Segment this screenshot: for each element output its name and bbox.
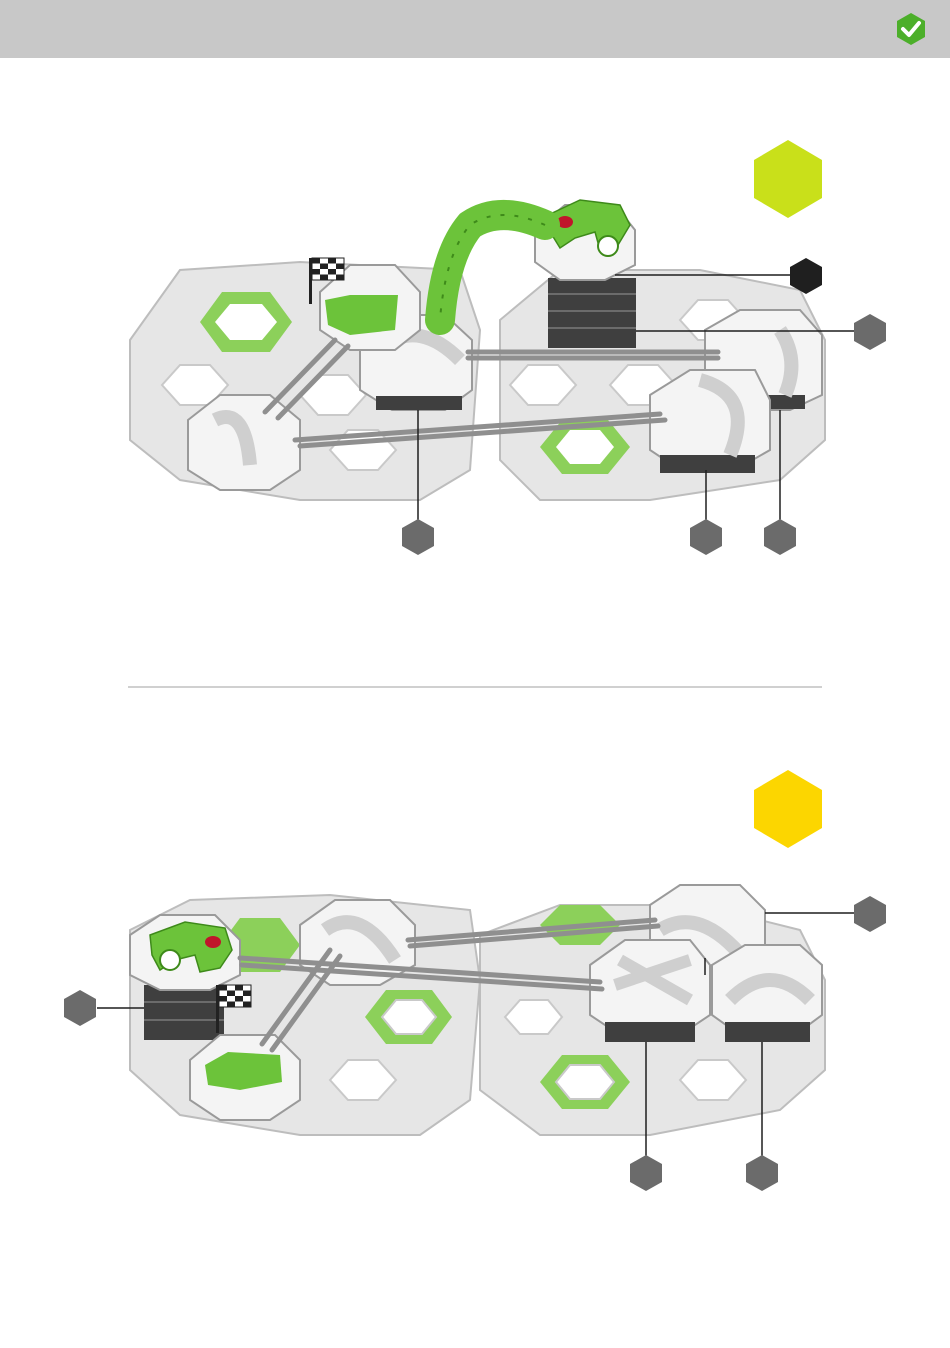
callout-marker-grey	[64, 990, 96, 1026]
track-diagram	[0, 760, 950, 1210]
callout-marker-grey	[402, 519, 434, 555]
difficulty-hexagon-icon	[754, 770, 822, 848]
callout-marker-grey	[854, 896, 886, 932]
goal-piece	[190, 1035, 300, 1120]
callout-marker-grey	[764, 519, 796, 555]
track-diagram	[0, 120, 950, 580]
callout-marker-grey	[630, 1155, 662, 1191]
header-bar	[0, 0, 950, 58]
check-circle-icon	[894, 12, 928, 46]
curve-piece-right-lower	[650, 370, 770, 473]
section-divider	[128, 686, 822, 688]
cross-piece	[590, 940, 710, 1042]
callout-marker-grey	[746, 1155, 778, 1191]
difficulty-hexagon-icon	[754, 140, 822, 218]
curve-piece-right-lower	[712, 945, 822, 1042]
callout-marker-grey	[690, 519, 722, 555]
callout-marker-grey	[854, 314, 886, 350]
puzzle-diagram-2	[0, 760, 950, 1210]
puzzle-diagram-1	[0, 120, 950, 580]
